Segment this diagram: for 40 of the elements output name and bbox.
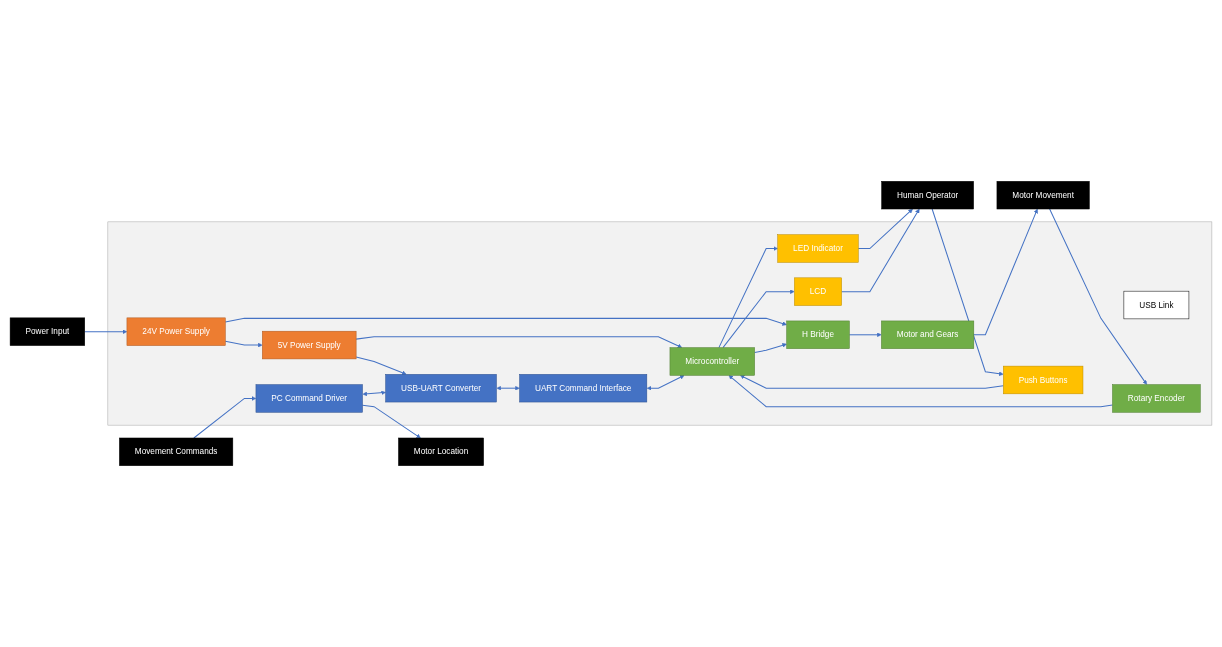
node-box: H Bridge — [786, 320, 850, 349]
node-box: Motor Movement — [996, 181, 1090, 210]
arrow — [973, 208, 1038, 336]
arrow — [224, 340, 263, 348]
cluster — [107, 221, 1213, 426]
node-box: Microcontroller — [669, 347, 755, 376]
node-box: USB-UART Converter — [385, 374, 497, 403]
arrow — [718, 246, 778, 349]
node-box: Motor Location — [398, 437, 484, 466]
node-box: Push Buttons — [1003, 365, 1084, 395]
arrow — [728, 375, 1113, 408]
arrow — [355, 356, 407, 375]
node-box: Rotary Encoder — [1112, 384, 1201, 413]
arrow — [722, 289, 795, 349]
node-box: 24V Power Supply — [126, 317, 226, 346]
arrow — [841, 208, 920, 293]
node-box: Human Operator — [881, 181, 974, 210]
arrow — [362, 390, 386, 397]
node-box: PC Command Driver — [255, 384, 363, 413]
arrow — [740, 375, 1004, 389]
arrow — [857, 208, 913, 250]
arrow — [931, 208, 1004, 376]
arrow — [754, 343, 787, 354]
node-box: Power Input — [9, 317, 85, 346]
arrow — [1049, 208, 1147, 385]
arrow — [224, 317, 787, 326]
node-box: LCD — [794, 277, 842, 306]
arrow — [646, 375, 685, 391]
node-box: UART Command Interface — [519, 374, 648, 403]
arrow — [362, 404, 421, 439]
arrow — [496, 385, 520, 391]
arrow — [193, 396, 257, 439]
arrow — [848, 332, 882, 338]
node-box: LED Indicator — [777, 234, 859, 263]
node-box: Movement Commands — [119, 437, 234, 466]
arrow — [355, 336, 683, 348]
arrow — [84, 329, 128, 334]
node-box: USB Link — [1123, 290, 1190, 320]
node-box: 5V Power Supply — [262, 330, 357, 360]
node-box: Motor and Gears — [881, 320, 975, 349]
